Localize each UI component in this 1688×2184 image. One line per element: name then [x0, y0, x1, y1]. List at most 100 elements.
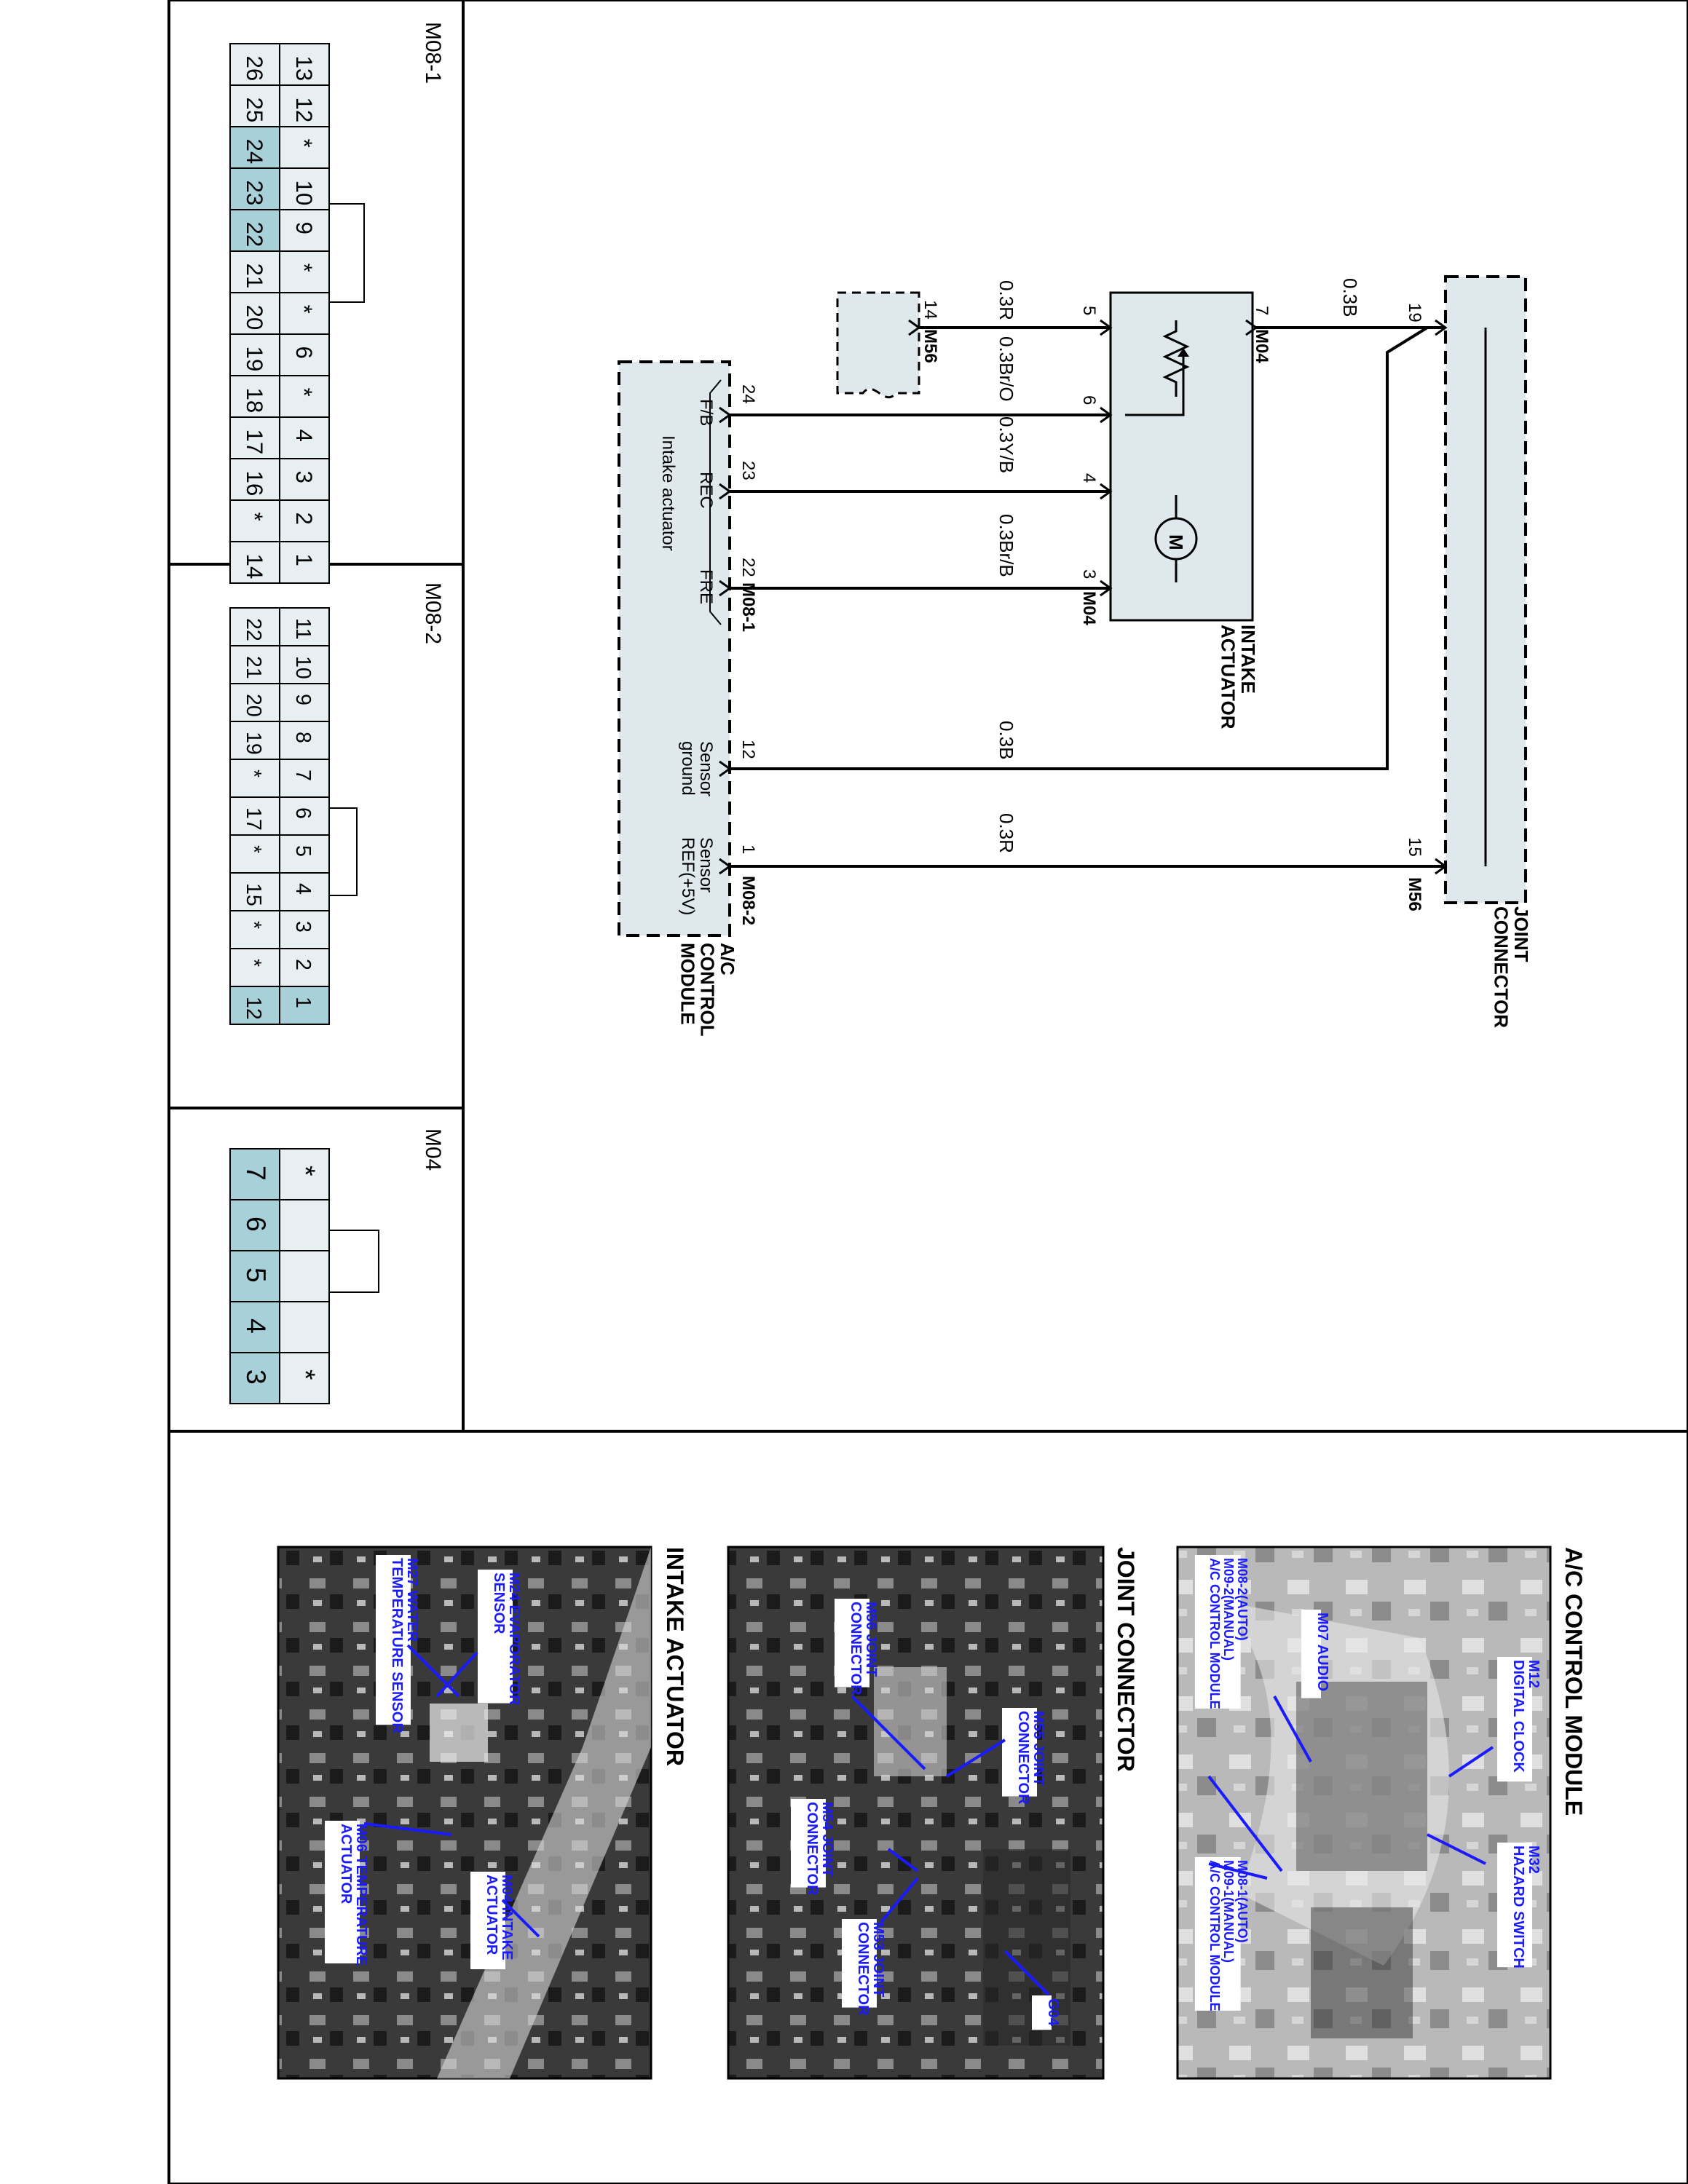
callout-label: SENSOR	[491, 1572, 507, 1634]
pin-chevron	[719, 760, 732, 778]
callout-arrow	[851, 1695, 926, 1770]
pin-cell	[229, 126, 280, 169]
callout-label: M32	[1526, 1845, 1542, 1874]
pin-24: 24	[738, 384, 758, 404]
callout-label: CONNECTOR	[848, 1602, 864, 1696]
callout-label: M08-1(AUTO)	[1235, 1860, 1250, 1943]
pin-cell-label: 20	[242, 694, 265, 717]
pin-cell-label: *	[291, 1166, 321, 1176]
pin-cell	[229, 986, 280, 1025]
connector-title-m04: M04	[421, 1128, 445, 1171]
connector-title-m08-1: M08-1	[421, 22, 445, 84]
pin-cell-label: *	[291, 264, 317, 272]
pin-chevron	[1100, 483, 1113, 500]
pin-cell	[229, 375, 280, 418]
pin-cell-label: 4	[291, 430, 317, 442]
pin-cell-label: 18	[242, 388, 267, 414]
pin-cell	[229, 84, 280, 127]
callout-label: M54 JOINT	[819, 1802, 835, 1877]
photo-title-intake-actuator: INTAKE ACTUATOR	[662, 1547, 688, 1766]
pin-cell-label: 2	[291, 513, 317, 525]
photo-title-ac-module: A/C CONTROL MODULE	[1561, 1547, 1587, 1816]
callout-label: G04	[1045, 1998, 1061, 2027]
callout-label: A/C CONTROL MODULE	[1207, 1558, 1222, 1709]
photo-title-joint-connector: JOINT CONNECTOR	[1113, 1547, 1139, 1772]
callout-label: DIGITAL CLOCK	[1510, 1660, 1526, 1773]
pin-chevron	[1435, 319, 1448, 336]
pin-cell	[279, 43, 330, 86]
callout-box	[1032, 1995, 1052, 2030]
callout-box	[376, 1555, 411, 1725]
callout-arrow	[1427, 1833, 1486, 1865]
pin-cell	[229, 541, 280, 584]
callout-label: CONNECTOR	[804, 1802, 820, 1896]
pin-cell-label: *	[242, 921, 265, 929]
intake-actuator-label: INTAKE	[1237, 625, 1259, 694]
pin-cell-label: 24	[242, 139, 267, 165]
pin-cell	[229, 333, 280, 376]
intake-actuator-inner-label: Intake actuator	[658, 435, 678, 551]
callout-label: M24 EVAPORATOR	[506, 1572, 522, 1706]
pin-cell-label: 5	[241, 1267, 272, 1283]
pin-cell-label: 5	[291, 845, 315, 857]
schematic: M 0.3B 0.3R 0.3Br/O 0.3Y/B 0.3Br/B 0.3B …	[618, 275, 1532, 1037]
pin-cell	[229, 759, 280, 798]
pin-cell	[279, 416, 330, 459]
label-m04-bottom: M04	[1079, 591, 1099, 625]
pin-cell	[279, 986, 330, 1025]
pin-cell	[279, 1148, 330, 1200]
callout-label: ACTUATOR	[484, 1875, 500, 1955]
callout-box	[791, 1799, 826, 1888]
wire-label-3: 0.3Y/B	[995, 416, 1017, 473]
pin-cell-label: 4	[241, 1318, 272, 1334]
pin-cell	[279, 1301, 330, 1353]
pin-cell	[229, 250, 280, 293]
pin-cell	[229, 721, 280, 760]
pin-chevron	[908, 319, 921, 336]
pin-cell	[229, 1301, 280, 1353]
callout-box	[835, 1599, 869, 1688]
pin-cell	[279, 645, 330, 684]
pin-cell-label: *	[291, 305, 317, 314]
pin-cell-label: 16	[242, 471, 267, 496]
wire-0.3B-ground	[730, 326, 1429, 770]
pin-func-rec: REC	[696, 472, 716, 509]
pin-cell-label: 3	[291, 471, 317, 483]
callout-arrow	[1208, 1862, 1268, 1880]
intake-actuator-label: ACTUATOR	[1218, 625, 1239, 729]
callout-label: M55 JOINT	[1030, 1711, 1046, 1786]
pin-cell-label: 7	[241, 1166, 272, 1181]
pin-chevron	[1435, 858, 1448, 875]
pin-cell	[229, 607, 280, 646]
pin-cell-label: 23	[242, 181, 267, 206]
pin-func-sensor-ref: REF(+5V)	[678, 837, 698, 915]
pin-cell-label: 6	[241, 1216, 272, 1232]
callout-label: M56 JOINT	[863, 1602, 879, 1677]
page-border	[167, 0, 1688, 2184]
callout-arrow	[406, 1644, 460, 1698]
pin-cell-label: 25	[242, 98, 267, 123]
pin-cell	[279, 458, 330, 501]
connector-title-m08-2: M08-2	[421, 582, 445, 644]
pin-cell	[229, 1250, 280, 1302]
photo-intake-actuator	[277, 1546, 652, 2080]
pin-3: 3	[1079, 569, 1099, 579]
intake-actuator-box	[1109, 291, 1254, 622]
callout-label: M09-2(MANUAL)	[1221, 1558, 1236, 1661]
callout-label: M04 INTAKE	[499, 1875, 515, 1960]
pin-cell-label: 6	[291, 807, 315, 819]
pin-cell-label: 20	[242, 305, 267, 331]
pin-4: 4	[1079, 473, 1099, 483]
pin-cell-label: 22	[242, 618, 265, 641]
pin-chevron	[719, 483, 732, 500]
callout-arrow	[1003, 1950, 1050, 1996]
pin-cell-label: 21	[242, 264, 267, 289]
pin-23: 23	[738, 461, 758, 480]
callout-box	[478, 1570, 513, 1704]
pin-cell	[279, 126, 330, 169]
wiper-arrow	[1178, 348, 1189, 357]
callout-label: M27 WATER	[404, 1558, 420, 1642]
